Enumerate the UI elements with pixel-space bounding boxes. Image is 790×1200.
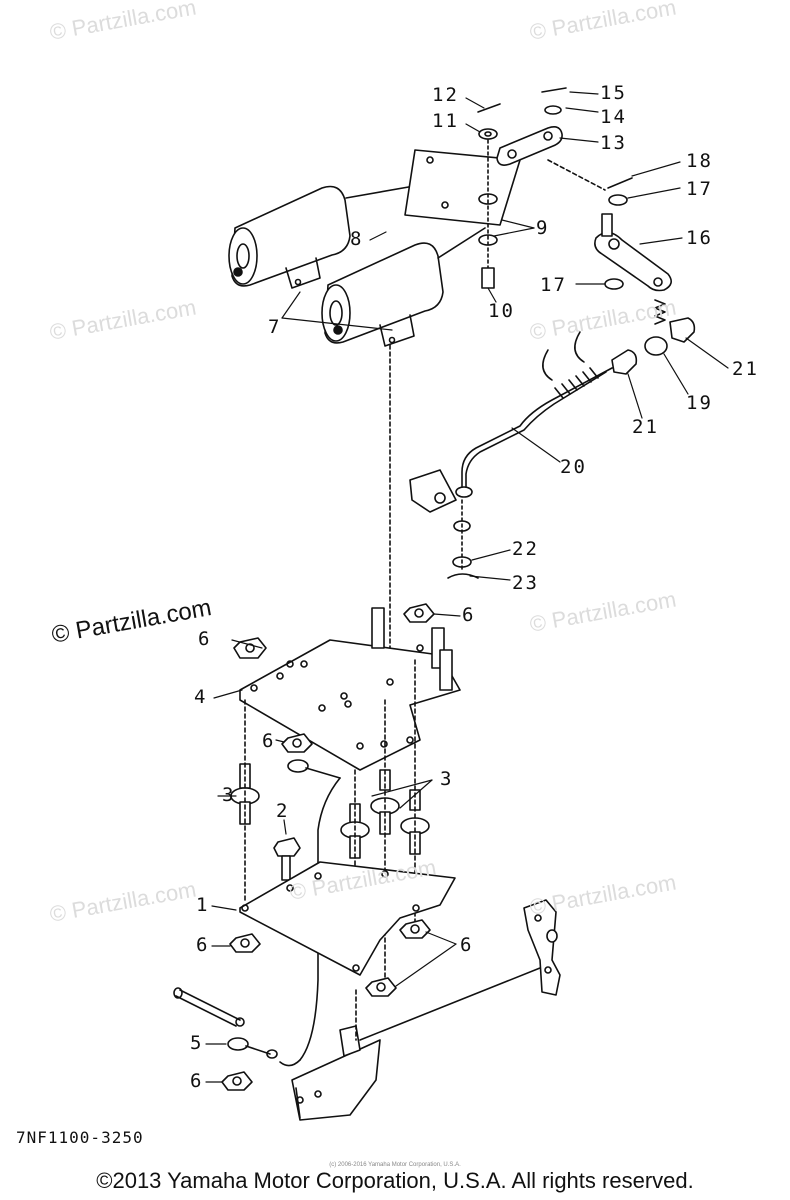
nut-6-lower-right (399, 919, 431, 939)
callout-7: 7 (268, 316, 282, 338)
cable-bracket (409, 469, 479, 579)
leader-line (359, 967, 541, 1041)
nut-6-lower-center (365, 977, 397, 997)
mounting-plate-4 (239, 607, 461, 771)
cap-21-left (611, 349, 638, 375)
callout-9: 9 (536, 217, 550, 239)
callout-3-right: 3 (440, 768, 454, 790)
bolt-2 (273, 837, 301, 881)
callout-15: 15 (600, 82, 627, 104)
callout-6-f: 6 (190, 1070, 204, 1092)
callout-8: 8 (350, 228, 364, 250)
clip-12 (477, 103, 501, 113)
control-cable-20 (455, 331, 613, 498)
washer-11 (478, 128, 498, 140)
callout-17-top: 17 (686, 178, 713, 200)
diagram-code: 7NF1100-3250 (16, 1128, 144, 1147)
callout-leaders (205, 91, 729, 1083)
nut-6-middle (281, 733, 313, 753)
callout-4: 4 (194, 686, 208, 708)
callout-21-left: 21 (632, 416, 659, 438)
callout-20: 20 (560, 456, 587, 478)
clip-15 (541, 87, 567, 93)
callout-22: 22 (512, 538, 539, 560)
ignition-coil-rear (228, 185, 351, 289)
callout-23: 23 (512, 572, 539, 594)
callout-10: 10 (488, 300, 515, 322)
callout-5: 5 (190, 1032, 204, 1054)
leader-line (345, 184, 421, 199)
callout-21-right: 21 (732, 358, 759, 380)
terminal-lead (173, 987, 278, 1059)
callout-6-b: 6 (462, 604, 476, 626)
leader-line (437, 227, 486, 259)
callout-16: 16 (686, 227, 713, 249)
nut-6-top-right (403, 603, 435, 623)
copyright-notice: ©2013 Yamaha Motor Corporation, U.S.A. A… (96, 1168, 694, 1193)
callout-14: 14 (600, 106, 627, 128)
leader-line (547, 159, 606, 191)
joint-19 (644, 336, 668, 356)
washer-17-top (608, 194, 628, 206)
ignition-coil-front (321, 242, 444, 347)
nut-6-lower-left (229, 933, 261, 953)
callout-11: 11 (432, 110, 459, 132)
ground-lead (279, 759, 341, 1067)
side-bracket (523, 899, 561, 996)
callout-6-e: 6 (460, 934, 474, 956)
base-plate-1 (239, 861, 456, 976)
callout-6-d: 6 (196, 934, 210, 956)
callout-1: 1 (196, 894, 210, 916)
link-plate-13 (496, 126, 563, 166)
callout-17-bottom: 17 (540, 274, 567, 296)
callout-13: 13 (600, 132, 627, 154)
clip-18 (607, 177, 633, 189)
callout-2: 2 (276, 800, 290, 822)
spring (654, 299, 666, 325)
washer-17-bottom (604, 278, 624, 290)
washer-14 (544, 105, 562, 115)
callout-6-a: 6 (198, 628, 212, 650)
bottom-mount-bracket (291, 1025, 381, 1121)
callout-6-c: 6 (262, 730, 276, 752)
cap-21-right (669, 317, 696, 343)
nut-6-bottom (221, 1071, 253, 1091)
washer-5 (227, 1037, 249, 1051)
callout-12: 12 (432, 84, 459, 106)
tiny-notice: (c) 2006-2016 Yamaha Motor Corporation, … (329, 1162, 461, 1168)
callout-19: 19 (686, 392, 713, 414)
coil-mounting-bracket (404, 139, 521, 289)
callout-18: 18 (686, 150, 713, 172)
callout-3-left: 3 (222, 784, 236, 806)
lever-arm-16 (594, 213, 672, 292)
